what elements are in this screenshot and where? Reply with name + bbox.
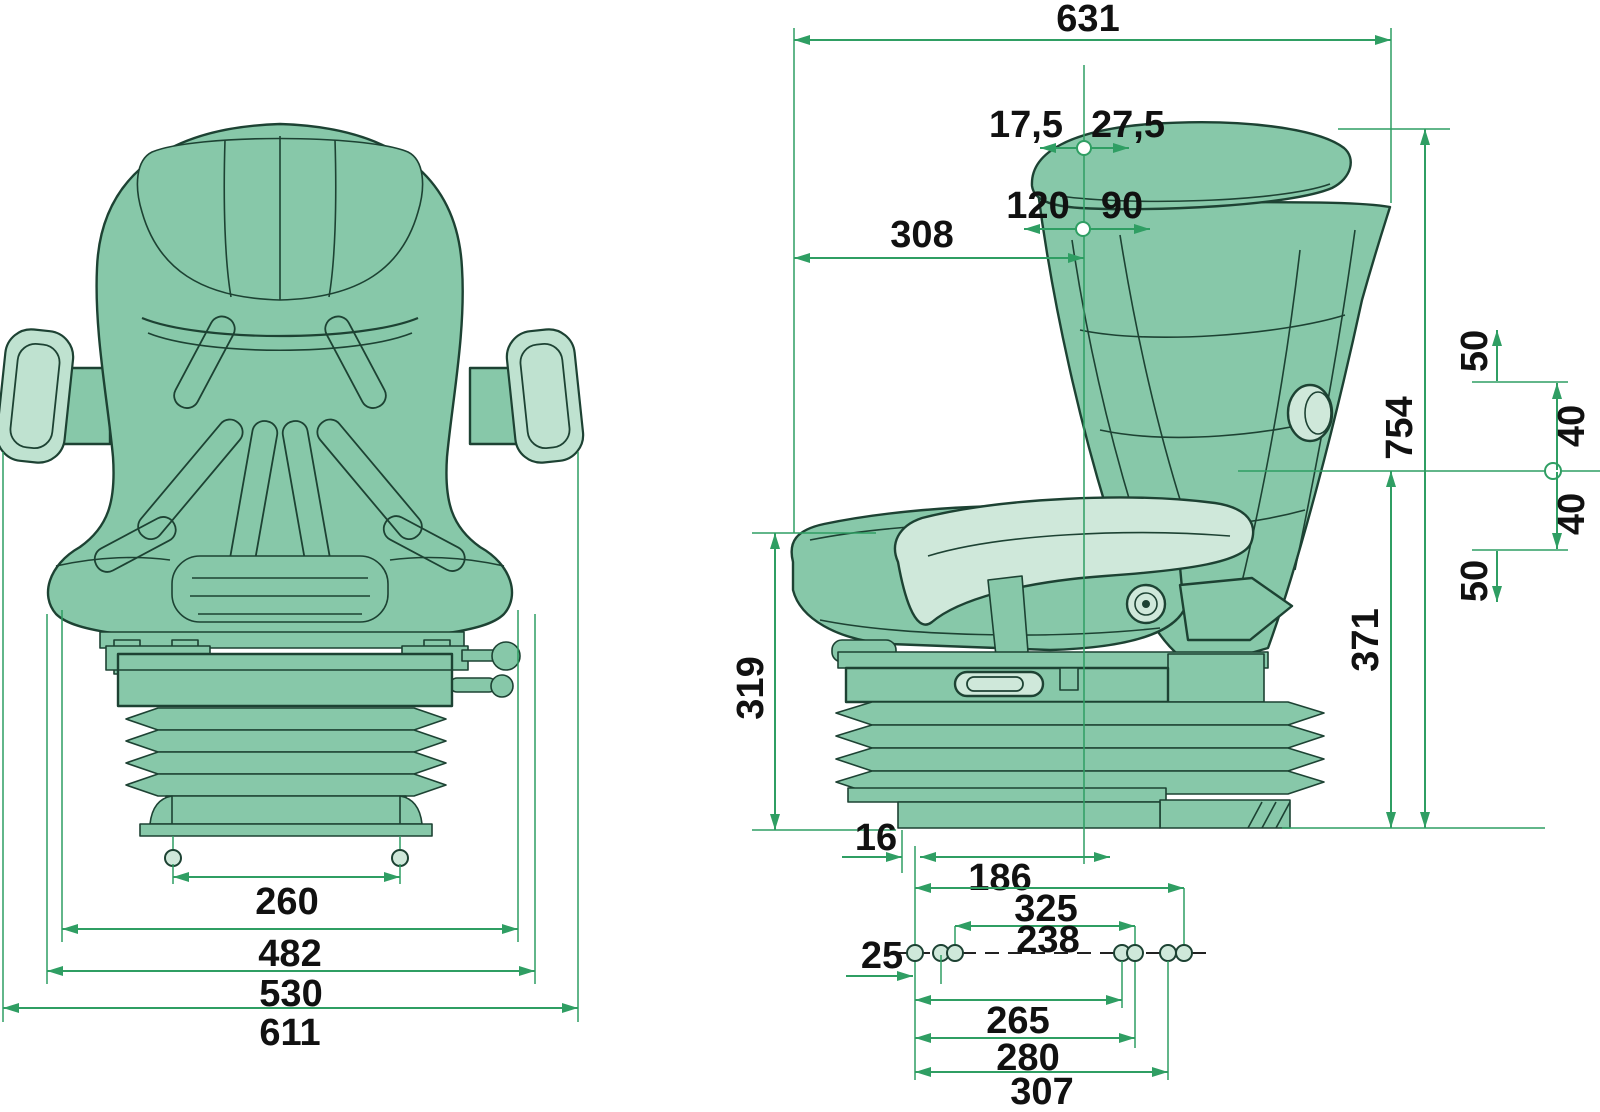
ext-611: [2, 452, 579, 1022]
front-suspension-box: [116, 652, 454, 708]
backrest-grooves: [93, 315, 466, 575]
lever-ball: [491, 641, 521, 671]
front-suspension-top: [99, 631, 521, 708]
dim-label-17-5: 17,5: [989, 104, 1063, 146]
travel-ticks: [1472, 381, 1568, 551]
ext-530: [46, 614, 536, 984]
dim-label-40-down: 40: [1551, 493, 1593, 535]
cushion-seam-bottom: [819, 619, 1161, 636]
dim-label-319: 319: [730, 656, 772, 719]
dim-label-50-down: 50: [1454, 560, 1496, 602]
mount-foot-left: [164, 849, 182, 867]
ref-point-seat-height: [1544, 462, 1562, 480]
side-armrest: [893, 496, 1255, 626]
dim-label-90: 90: [1101, 185, 1143, 227]
ext-482: [61, 610, 519, 942]
side-view: [790, 121, 1392, 829]
recline-knob-rim: [1304, 391, 1332, 435]
base-hatch: [1247, 801, 1291, 829]
front-armrest-right: [505, 328, 585, 464]
mount-foot-right: [391, 849, 409, 867]
suspension-tab: [1059, 667, 1079, 691]
side-headrest: [1030, 121, 1352, 211]
dim-label-40-up: 40: [1551, 405, 1593, 447]
dims-side-right: 754 371 40 40 50 50: [1238, 128, 1600, 829]
suspension-control: [953, 670, 1045, 698]
backrest-seam-3: [1239, 249, 1301, 591]
armrest-support: [987, 575, 1029, 657]
ext-631: [793, 28, 1392, 533]
dim-label-260: 260: [255, 881, 318, 923]
ref-point-backrest-adj: [1076, 140, 1092, 156]
headrest-seam-right: [328, 139, 337, 298]
dim-label-611: 611: [259, 1012, 320, 1054]
recline-knob: [1286, 383, 1334, 443]
backrest-seam-upper: [141, 316, 419, 338]
dims-front: 260 482 530 611: [2, 452, 579, 1054]
hinge-pivot-mid: [1134, 592, 1158, 616]
headrest-seam-left: [223, 139, 232, 298]
bolt-hole-1: [906, 944, 924, 962]
headrest-seam: [1059, 183, 1331, 203]
side-suspension: [831, 639, 1269, 704]
lever-lower-ball: [490, 674, 514, 698]
bolt-hole-7: [1175, 944, 1193, 962]
dim-label-308: 308: [890, 214, 953, 256]
feet-stems: [172, 836, 401, 849]
dims-side-left: 319: [730, 532, 896, 831]
dims-side-bottom: 16 186 325 238 25 265 280 307: [842, 817, 1207, 1112]
dim-label-27-5: 27,5: [1091, 104, 1165, 146]
side-base: [847, 787, 1291, 829]
hinge-bracket: [1178, 576, 1294, 642]
dim-label-25: 25: [861, 935, 903, 977]
front-base: [139, 795, 433, 837]
dim-label-754: 754: [1379, 396, 1421, 459]
dim-label-16: 16: [855, 817, 897, 859]
dim-label-50-up: 50: [1454, 330, 1496, 372]
front-armrest-left: [0, 328, 75, 464]
bolt-hole-3: [946, 944, 964, 962]
lever-lower: [449, 677, 497, 693]
dim-label-265: 265: [986, 1000, 1049, 1042]
lever-arm: [461, 649, 495, 662]
dim-label-238: 238: [1016, 919, 1079, 961]
front-bellows: [125, 707, 447, 797]
bolt-hole-6: [1159, 944, 1177, 962]
bolt-hole-5: [1126, 944, 1144, 962]
dim-label-307: 307: [1010, 1071, 1073, 1112]
hinge-pivot-center: [1142, 600, 1150, 608]
side-armrest-seam: [927, 531, 1231, 557]
cushion-front-recess: [55, 555, 505, 623]
front-view: [0, 122, 585, 867]
side-bellows: [835, 701, 1325, 795]
dim-label-482: 482: [258, 933, 321, 975]
dim-label-120: 120: [1006, 185, 1069, 227]
backrest-seam-lower: [147, 332, 413, 351]
dim-label-371: 371: [1345, 608, 1387, 671]
dim-label-631: 631: [1056, 0, 1119, 40]
ref-point-slide-adj: [1075, 221, 1091, 237]
dims-side-top: 631 17,5 27,5 120 90 308: [793, 0, 1392, 864]
